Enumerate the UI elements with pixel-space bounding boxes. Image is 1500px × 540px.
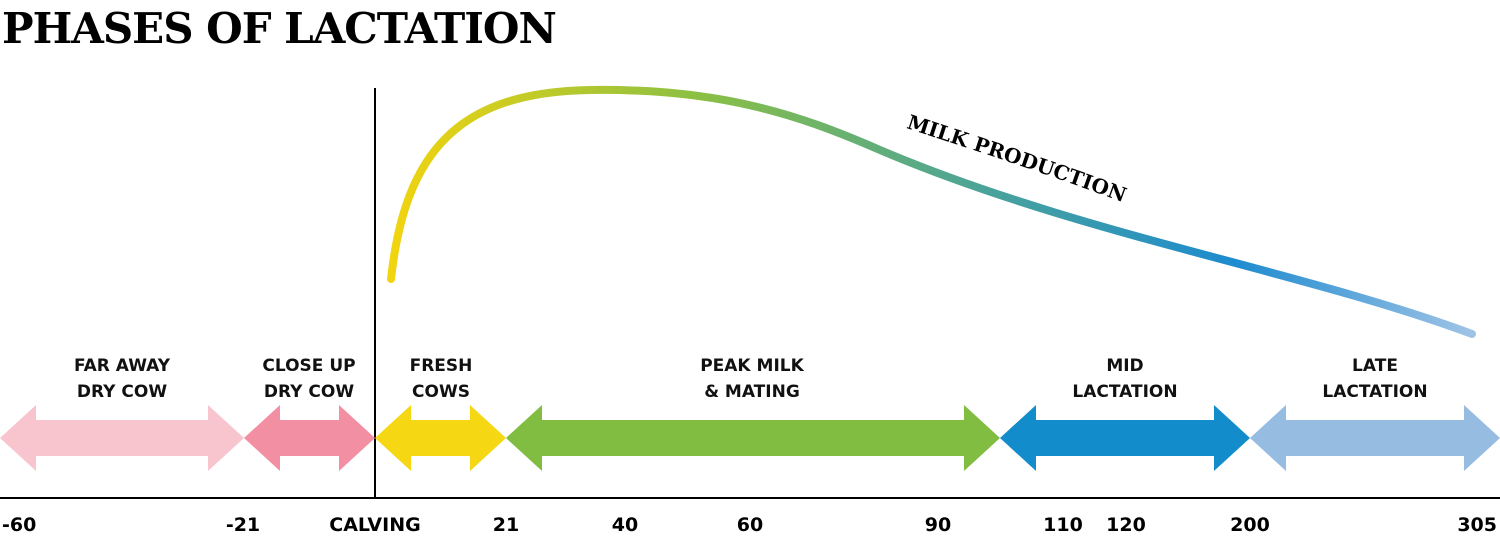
phase-label-fresh-line1: FRESH <box>410 356 473 376</box>
phase-label-far-away-line2: DRY COW <box>77 382 167 402</box>
phase-label-late-line2: LACTATION <box>1322 382 1427 402</box>
phase-label-peak-line2: & MATING <box>704 382 800 402</box>
phase-arrows <box>0 405 1500 471</box>
page-title: PHASES OF LACTATION <box>2 4 557 53</box>
tick-label-minus-60: -60 <box>2 514 36 536</box>
phase-label-mid-line1: MID <box>1106 356 1143 376</box>
milk-production-label: MILK PRODUCTION <box>904 110 1129 207</box>
tick-label-120: 120 <box>1106 514 1146 536</box>
milk-production-label-text: MILK PRODUCTION <box>904 110 1129 207</box>
phase-label-close-up-line1: CLOSE UP <box>262 356 355 376</box>
tick-label-60: 60 <box>737 514 763 536</box>
tick-label-110: 110 <box>1043 514 1083 536</box>
phase-arrow-fresh-cows <box>375 405 506 471</box>
tick-label-calving: CALVING <box>329 514 420 536</box>
phase-arrow-late-lactation <box>1250 405 1500 471</box>
phase-arrow-mid-lactation <box>1000 405 1250 471</box>
tick-label-305: 305 <box>1457 514 1497 536</box>
phase-arrow-far-away-dry-cow <box>0 405 244 471</box>
phase-label-peak-line1: PEAK MILK <box>700 356 804 376</box>
phase-arrow-close-up-dry-cow <box>244 405 375 471</box>
phase-labels: FAR AWAY DRY COW CLOSE UP DRY COW FRESH … <box>74 356 1428 402</box>
tick-label-40: 40 <box>612 514 638 536</box>
phase-label-far-away-line1: FAR AWAY <box>74 356 171 376</box>
tick-label-200: 200 <box>1230 514 1270 536</box>
tick-label-21: 21 <box>493 514 519 536</box>
phase-arrow-peak-milk-mating <box>506 405 1000 471</box>
phase-label-late-line1: LATE <box>1352 356 1398 376</box>
phase-label-close-up-line2: DRY COW <box>264 382 354 402</box>
tick-label-minus-21: -21 <box>226 514 260 536</box>
phase-label-mid-line2: LACTATION <box>1072 382 1177 402</box>
milk-production-curve <box>387 85 1476 338</box>
tick-labels: -60 -21 CALVING 21 40 60 90 110 120 200 … <box>2 514 1497 536</box>
phase-label-fresh-line2: COWS <box>412 382 470 402</box>
tick-label-90: 90 <box>925 514 951 536</box>
